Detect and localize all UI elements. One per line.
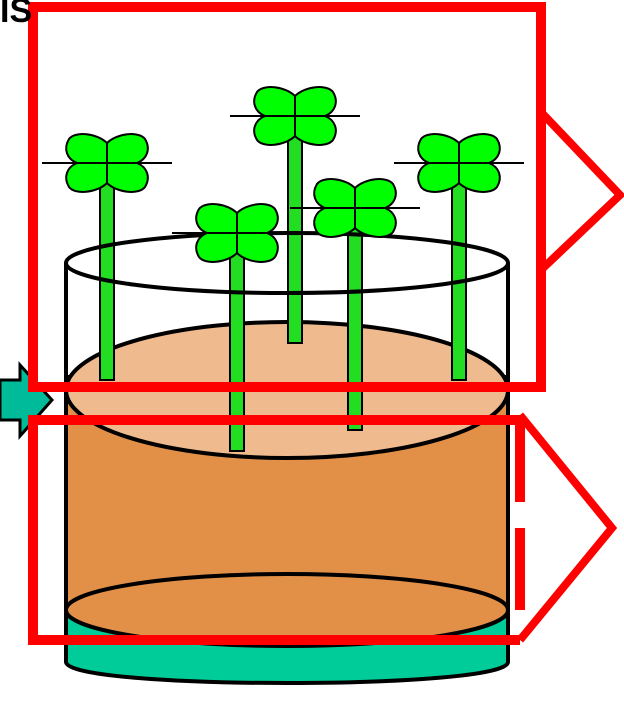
clover-3 [394, 134, 524, 192]
stem-2 [288, 118, 302, 343]
chevron-right-icon [541, 112, 620, 270]
stem-5 [348, 210, 362, 430]
stem-3 [452, 165, 466, 380]
arrow-right-icon [0, 365, 52, 436]
chevron-right-icon [520, 415, 612, 640]
stem-1 [100, 165, 114, 380]
header-text-fragment: IS [0, 0, 32, 28]
clover-5 [290, 179, 420, 237]
clover-1 [42, 134, 172, 192]
clover-4 [172, 204, 302, 262]
clover-2 [230, 87, 360, 145]
